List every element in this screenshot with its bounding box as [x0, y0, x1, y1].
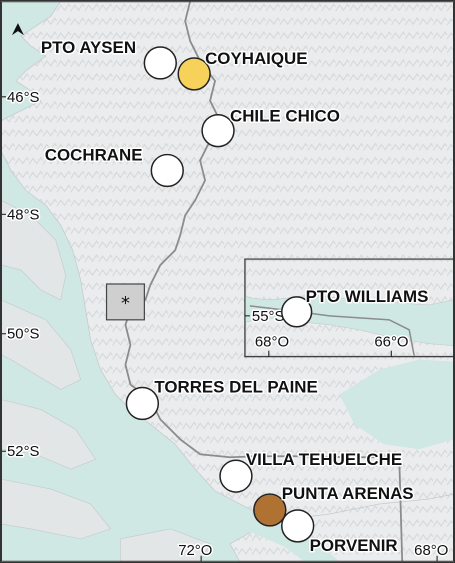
place-marker-chile-chico	[201, 113, 235, 148]
lat-tick-48: 48°S	[7, 206, 40, 223]
place-marker-porvenir	[281, 509, 315, 543]
place-label-chile-chico: CHILE CHICO	[230, 107, 340, 126]
special-marker-symbol: *	[121, 293, 130, 314]
longitude-ticks: 72°O 68°O	[177, 540, 450, 562]
inset-land-north	[245, 259, 454, 306]
place-label-villa-tehuelche: VILLA TEHUELCHE	[246, 450, 402, 469]
inset-lat-tick-55: 55°S	[252, 308, 285, 325]
place-marker-cochrane	[150, 153, 184, 188]
place-marker-coyhaique	[177, 57, 211, 91]
place-label-porvenir: PORVENIR	[310, 536, 398, 555]
place-label-torres-del-paine: TORRES DEL PAINE	[154, 378, 317, 397]
latitude-ticks: 46°S 48°S 50°S 52°S	[1, 87, 41, 462]
inset-map: 55°S 68°O 66°O PTO WILLIAMS	[244, 258, 454, 358]
lat-tick-52: 52°S	[7, 443, 40, 460]
place-label-coyhaique: COYHAIQUE	[205, 49, 307, 68]
special-marker: *	[105, 283, 145, 321]
place-marker-torres-del-paine	[125, 386, 160, 421]
atlantic-bay	[339, 359, 454, 450]
place-label-punta-arenas: PUNTA ARENAS	[282, 484, 414, 503]
fjord-islands	[1, 200, 211, 562]
international-border	[124, 1, 404, 562]
north-arrow-icon	[11, 23, 24, 36]
lat-tick-46: 46°S	[7, 89, 40, 106]
lat-tick-50: 50°S	[7, 326, 40, 343]
magellan-strait	[200, 499, 340, 562]
place-marker-villa-tehuelche	[219, 459, 253, 493]
place-markers: PTO AYSEN COYHAIQUE CHILE CHICO COCHRANE…	[39, 37, 415, 557]
lon-tick-68: 68°O	[414, 542, 448, 559]
place-label-cochrane: COCHRANE	[45, 146, 143, 165]
lon-tick-72: 72°O	[178, 542, 212, 559]
place-label-pto-aysen: PTO AYSEN	[41, 38, 136, 57]
place-marker-pto-aysen	[143, 46, 177, 80]
inset-lon-tick-66: 66°O	[374, 334, 408, 351]
place-marker-punta-arenas	[253, 493, 287, 527]
inset-lon-tick-68: 68°O	[255, 334, 289, 351]
place-label-pto-williams: PTO WILLIAMS	[306, 287, 429, 306]
place-marker-pto-williams	[281, 296, 313, 328]
